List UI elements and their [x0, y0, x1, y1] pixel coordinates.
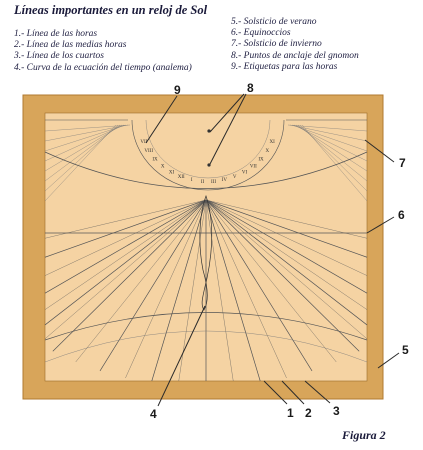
summer-curve-inner: [44, 330, 368, 363]
dial-lines: [44, 119, 368, 382]
gnomon-anchor-bottom: [207, 163, 211, 167]
hour-line: [205, 199, 261, 382]
hour-label: XII: [178, 175, 185, 180]
gnomon-anchor-top: [207, 129, 211, 133]
hour-label: III: [211, 180, 216, 185]
callout-7: 7: [399, 156, 406, 170]
callout-lines: [145, 93, 400, 407]
hour-label: IX: [258, 157, 264, 162]
hour-line: [205, 199, 368, 276]
hour-line: [75, 199, 207, 363]
hour-line: [99, 199, 207, 372]
leader-8b: [209, 93, 247, 165]
leader-4: [157, 305, 206, 407]
leader-7: [364, 139, 395, 163]
callout-9: 9: [174, 83, 181, 97]
hour-label: VII: [250, 165, 257, 170]
leader-3: [304, 380, 331, 404]
hour-label: X: [161, 165, 165, 170]
hour-label: IX: [152, 157, 158, 162]
legend-item-1: 1.- Línea de las horas: [14, 29, 98, 39]
fan-line-left: [44, 124, 125, 162]
hour-line: [44, 199, 207, 276]
hour-label: II: [201, 180, 205, 185]
hour-line: [205, 199, 368, 258]
hour-line: [205, 199, 368, 294]
label-arc-outer: [131, 119, 285, 191]
legend-item-4: 4.- Curva de la ecuación del tiempo (ana…: [14, 62, 192, 73]
leader-1: [263, 380, 288, 405]
hour-label: IV: [222, 178, 228, 183]
hour-label: XI: [169, 170, 175, 175]
legend-item-7: 7.- Solsticio de invierno: [231, 39, 322, 50]
fan-line-left: [44, 124, 129, 142]
leader-5: [377, 352, 400, 369]
hour-line: [125, 199, 207, 379]
legend-item-5: 5.- Solsticio de verano: [231, 17, 317, 27]
legend-item-3: 3.- Línea de los cuartos: [14, 51, 104, 62]
legend-left: 1.- Línea de las horas 2.- Línea de las …: [14, 29, 192, 74]
hour-label: V: [233, 175, 237, 180]
hour-line: [52, 199, 207, 352]
hour-line: [151, 199, 207, 382]
hour-line: [44, 199, 207, 258]
summer-solstice-curve: [44, 312, 368, 341]
hour-label: I: [191, 178, 193, 183]
fan-line-right: [299, 124, 368, 192]
callout-2: 2: [305, 406, 312, 420]
fan-line-left: [44, 124, 123, 172]
callout-6: 6: [398, 208, 405, 222]
legend-item-9: 9.- Etiquetas para las horas: [231, 61, 338, 72]
analemma-curve: [199, 194, 213, 311]
callout-8: 8: [247, 81, 254, 95]
hour-line: [205, 199, 368, 340]
hour-label: XI: [270, 140, 276, 145]
hour-line: [44, 199, 207, 310]
hour-label: VIII: [144, 149, 153, 154]
figure-caption: Figura 2: [342, 428, 386, 442]
legend-right: 5.- Solsticio de verano 6.- Equinoccios …: [231, 17, 359, 73]
hour-label: VII: [140, 140, 147, 145]
hour-line: [205, 199, 313, 372]
diagram-title: Líneas importantes en un reloj de Sol: [14, 3, 208, 17]
callout-numbers: 1 2 3 4 5 6 7 8 9: [150, 81, 409, 421]
hour-label: X: [266, 149, 270, 154]
leader-9: [145, 95, 178, 144]
leader-6: [366, 216, 395, 234]
hour-label: VI: [242, 170, 248, 175]
legend-item-8: 8.- Puntos de anclaje del gnomon: [231, 50, 359, 61]
hour-line: [178, 199, 207, 382]
fan-line-left: [44, 124, 131, 132]
callout-4: 4: [150, 407, 157, 421]
hour-line: [205, 199, 287, 379]
leader-8a: [209, 93, 245, 133]
hour-line: [44, 199, 207, 340]
legend-item-6: 6.- Equinoccios: [231, 28, 291, 39]
hour-line: [44, 199, 207, 326]
fan-line-left: [44, 124, 117, 202]
hour-line: [205, 199, 337, 363]
hour-line: [205, 199, 368, 326]
hour-line: [205, 199, 360, 352]
winter-solstice-curve: [44, 151, 368, 189]
callout-3: 3: [333, 404, 340, 418]
hour-line: [44, 199, 207, 239]
fan-line-right: [301, 124, 368, 202]
callout-5: 5: [402, 343, 409, 357]
hour-line: [205, 199, 234, 382]
hour-line: [205, 199, 368, 310]
hour-line: [44, 199, 207, 294]
callout-1: 1: [287, 406, 294, 420]
fan-line-left: [44, 124, 127, 152]
leader-2: [281, 380, 305, 405]
hour-line: [205, 199, 368, 239]
legend-item-2: 2.- Línea de las medias horas: [14, 40, 127, 51]
